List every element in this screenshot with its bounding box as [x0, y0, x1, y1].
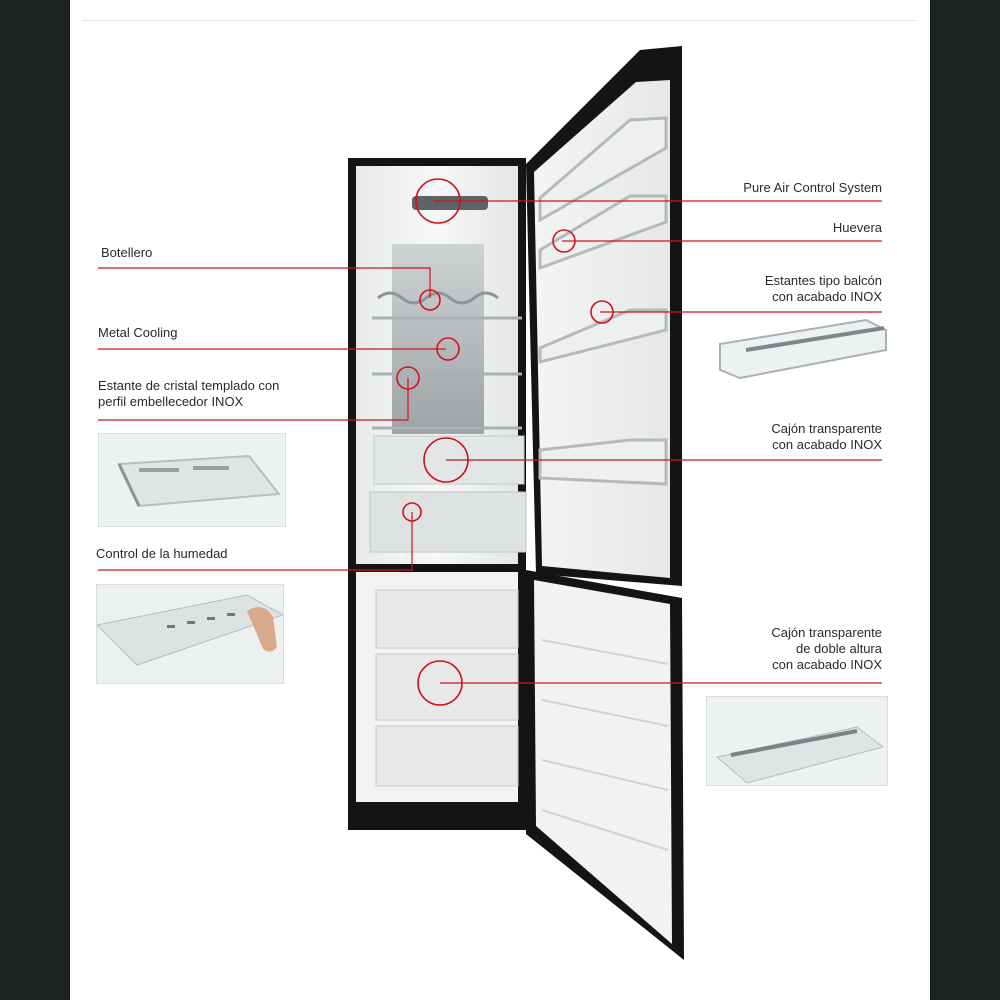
glass-shelf-thumbnail [98, 433, 286, 527]
label-botellero-text: Botellero [101, 245, 153, 260]
freezer-door-ribs [541, 639, 669, 851]
fridge-illustration [98, 46, 882, 960]
label-estante-cristal: Estante de cristal templado con perfil e… [98, 378, 338, 410]
callout-circles [396, 178, 614, 706]
label-metal-cooling-text: Metal Cooling [98, 325, 178, 340]
label-cajon-doble-altura: Cajón transparente de doble altura con a… [670, 625, 882, 673]
freezer-drawer-2 [375, 653, 519, 721]
humidity-control-thumbnail [96, 584, 284, 684]
label-balcon-line-1: Estantes tipo balcón [764, 273, 882, 288]
label-doble-line-2: de doble altura [795, 641, 882, 656]
label-huevera-text: Huevera [832, 220, 882, 235]
freezer-drawer-1 [375, 589, 519, 649]
callout-lines [98, 200, 882, 684]
label-estante-line-2: perfil embellecedor INOX [98, 394, 244, 409]
humidity-control-photo [97, 585, 283, 683]
door-balcony-thumbnail [716, 316, 890, 382]
double-drawer-thumbnail [706, 696, 888, 786]
label-estante-line-1: Estante de cristal templado con [98, 378, 280, 393]
double-drawer-photo [707, 697, 887, 785]
label-doble-line-3: con acabado INOX [772, 657, 882, 672]
label-botellero: Botellero [101, 245, 341, 261]
freezer-drawer-3 [375, 725, 519, 787]
label-balcon-line-2: con acabado INOX [772, 289, 882, 304]
label-humedad-text: Control de la humedad [96, 546, 228, 561]
humidity-drawer [369, 491, 527, 553]
label-doble-line-1: Cajón transparente [771, 625, 882, 640]
label-huevera: Huevera [670, 220, 882, 236]
label-control-humedad: Control de la humedad [96, 546, 336, 562]
label-cajon-line-2: con acabado INOX [772, 437, 882, 452]
label-cajon-line-1: Cajón transparente [771, 421, 882, 436]
top-divider [82, 20, 916, 21]
glass-shelf-photo [99, 434, 285, 526]
product-infographic: Pure Air Control System Huevera Estantes… [70, 0, 930, 1000]
label-pure-air-text: Pure Air Control System [743, 180, 882, 195]
air-control-unit [412, 196, 488, 210]
label-cajon-transparente: Cajón transparente con acabado INOX [670, 421, 882, 453]
label-estantes-balcon: Estantes tipo balcón con acabado INOX [670, 273, 882, 305]
door-balcony-photo [719, 318, 887, 380]
metal-cooling-back-panel [392, 244, 484, 434]
freezer-door-liner [534, 580, 672, 944]
label-metal-cooling: Metal Cooling [98, 325, 338, 341]
label-pure-air: Pure Air Control System [670, 180, 882, 196]
